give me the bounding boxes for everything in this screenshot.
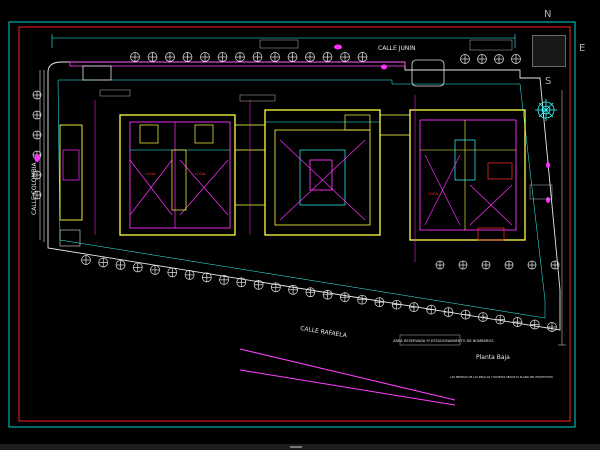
street-label-left: CALLE COLOMBIA: [31, 161, 38, 215]
sheet-outer-frame: [8, 21, 576, 428]
building-block-c: LOCAL: [409, 109, 526, 241]
top-pink-strip: [69, 61, 406, 67]
viewcube-east-label[interactable]: E: [579, 43, 586, 54]
north-arrow-icon: [535, 99, 557, 121]
svg-text:LOCAL: LOCAL: [428, 192, 439, 196]
site-boundary: [47, 61, 561, 331]
svg-text:LOCAL: LOCAL: [145, 172, 156, 176]
parking-box-top-right: [411, 59, 445, 87]
callout-notes: [99, 39, 553, 346]
plan-title: Planta Baja: [476, 354, 510, 361]
tree-row-top: [130, 52, 521, 64]
street-label-bottom: CALLE RAFAELA: [300, 325, 348, 339]
sheet-inner-frame: [18, 26, 571, 422]
svg-text:LOCAL: LOCAL: [195, 172, 206, 176]
calle-rafaela-lines: [239, 348, 456, 406]
street-label-top: CALLE JUNIN: [378, 45, 416, 52]
building-block-a: LOCAL LOCAL: [59, 114, 236, 236]
building-block-b: [264, 109, 381, 236]
top-dimension-line: [51, 34, 516, 48]
parking-box-top-left: [82, 65, 112, 81]
viewcube-south-label[interactable]: S: [545, 76, 552, 87]
axis-lines: [94, 95, 416, 262]
viewcube-widget[interactable]: [532, 35, 566, 67]
tree-row-bottom: [81, 255, 560, 332]
status-grip-handle[interactable]: [290, 446, 302, 448]
reserved-area-note: AREA RESERVADA P/ ESTACIONAMIENTO DE BOM…: [393, 339, 494, 343]
right-dimension: [558, 90, 566, 346]
bottom-note: LAS MEDIDAS DE LAS REJILLAS Y ROSETAS SE…: [450, 375, 553, 379]
section-markers: [34, 44, 550, 203]
viewcube-north-label[interactable]: N: [544, 9, 552, 20]
site-boundary-inner: [57, 79, 546, 319]
